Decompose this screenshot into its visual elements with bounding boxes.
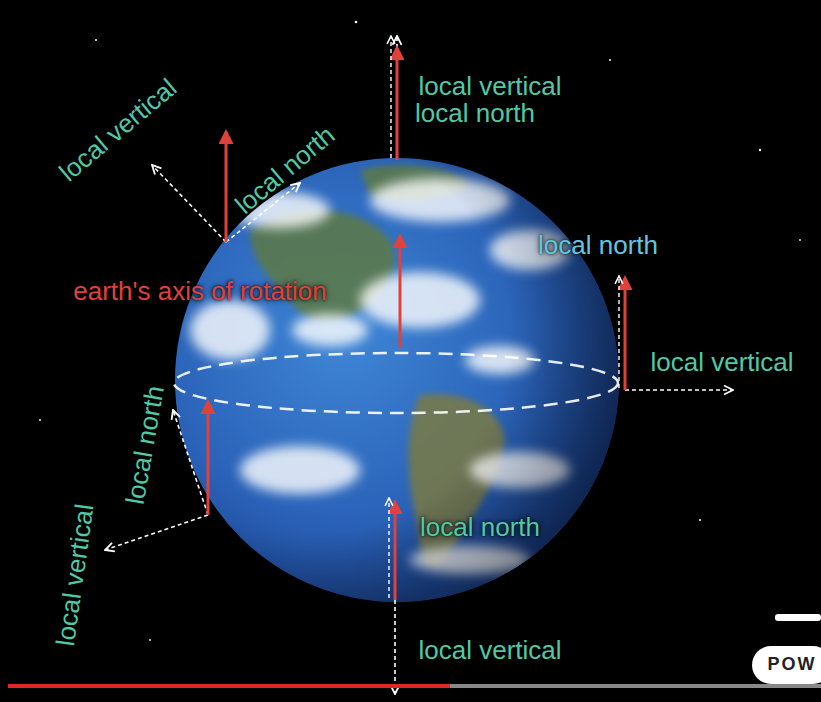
axis-label: earth's axis of rotation <box>73 277 327 306</box>
vertical-label: local vertical <box>650 348 793 377</box>
local-north-arrows <box>173 183 300 515</box>
rotation-axis-arrows <box>208 48 625 600</box>
local-vertical-arrows <box>105 36 733 694</box>
stars <box>39 21 801 641</box>
north-label: local north <box>415 99 535 128</box>
earth-globe <box>175 158 619 602</box>
video-controls <box>8 614 821 688</box>
equator-line <box>174 353 618 413</box>
north-label: local north <box>230 120 340 219</box>
north-label: local north <box>420 513 540 542</box>
button-text: POW <box>768 655 817 675</box>
north-label: local north <box>121 383 170 506</box>
vertical-label: local vertical <box>51 502 99 648</box>
vertical-label: local vertical <box>418 636 561 665</box>
vertical-label: local vertical <box>418 72 561 101</box>
vertical-label: local vertical <box>54 73 182 187</box>
north-label: local north <box>538 231 658 260</box>
local-north-overlay-arrows <box>389 36 619 598</box>
